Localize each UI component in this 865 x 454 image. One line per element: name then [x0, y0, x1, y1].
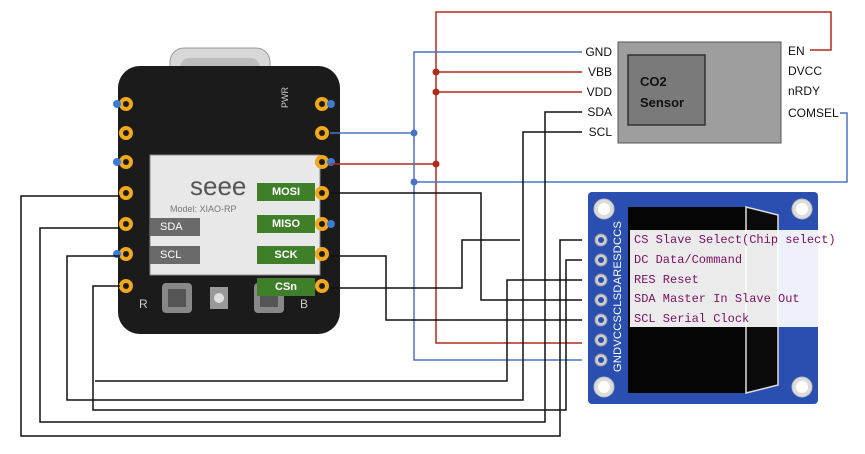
wire-sda-sensor: [39, 111, 582, 423]
sensor-pin-gnd: GND: [585, 45, 612, 59]
oled-desc-sda: SDA Master In Slave Out: [634, 292, 800, 306]
wire-dc: [92, 259, 582, 411]
oled-display: [588, 192, 862, 404]
sensor-pin-vbb: VBB: [587, 65, 612, 79]
oled-desc-res: RES Reset: [634, 273, 699, 287]
xiao-label-sck: SCK: [274, 249, 298, 261]
wire-scl-sensor: [66, 131, 582, 401]
xiao-label-csn: CSn: [275, 281, 297, 293]
xiao-label-mosi: MOSI: [271, 186, 301, 198]
sensor-title-line2: Sensor: [640, 95, 685, 110]
oled-pin-header-text: GNDVCCSCLSDARESDCCS: [612, 220, 624, 372]
xiao-pwr-label: PWR: [280, 87, 290, 108]
oled-desc-scl: SCL Serial Clock: [634, 312, 750, 326]
xiao-button-r-label: R: [139, 297, 148, 311]
xiao-model-text: Model: XIAO-RP: [170, 204, 237, 214]
wire-res: [95, 279, 582, 382]
oled-desc-dc: DC Data/Command: [634, 253, 743, 267]
xiao-label-sda: SDA: [160, 221, 183, 233]
wires: [20, 11, 848, 437]
wire-cs: [20, 195, 582, 437]
xiao-button-b-label: B: [300, 297, 309, 311]
wire-en: [435, 11, 832, 344]
xiao-logo-text: seee: [190, 171, 247, 201]
xiao-label-scl: SCL: [160, 249, 182, 261]
sensor-pin-scl: SCL: [588, 125, 612, 139]
sensor-title-line1: CO2: [640, 74, 667, 89]
wire-comsel: [414, 112, 848, 183]
sensor-pin-nrdy: nRDY: [788, 84, 821, 98]
oled-desc-cs: CS Slave Select(Chip select): [634, 233, 836, 247]
xiao-label-miso: MISO: [271, 218, 301, 230]
wire-mosi: [330, 192, 582, 301]
wire-csn: [330, 239, 520, 289]
sensor-pin-dvcc: DVCC: [788, 64, 823, 78]
xiao-board: [113, 47, 340, 334]
sensor-pin-sda: SDA: [587, 105, 612, 119]
junctions: [410, 68, 440, 186]
co2-sensor: [617, 41, 782, 144]
sensor-pin-en: EN: [788, 44, 805, 58]
sensor-pin-vdd: VDD: [586, 85, 612, 99]
sensor-pin-comsel: COMSEL: [788, 106, 839, 120]
wire-gnd: [413, 51, 582, 361]
